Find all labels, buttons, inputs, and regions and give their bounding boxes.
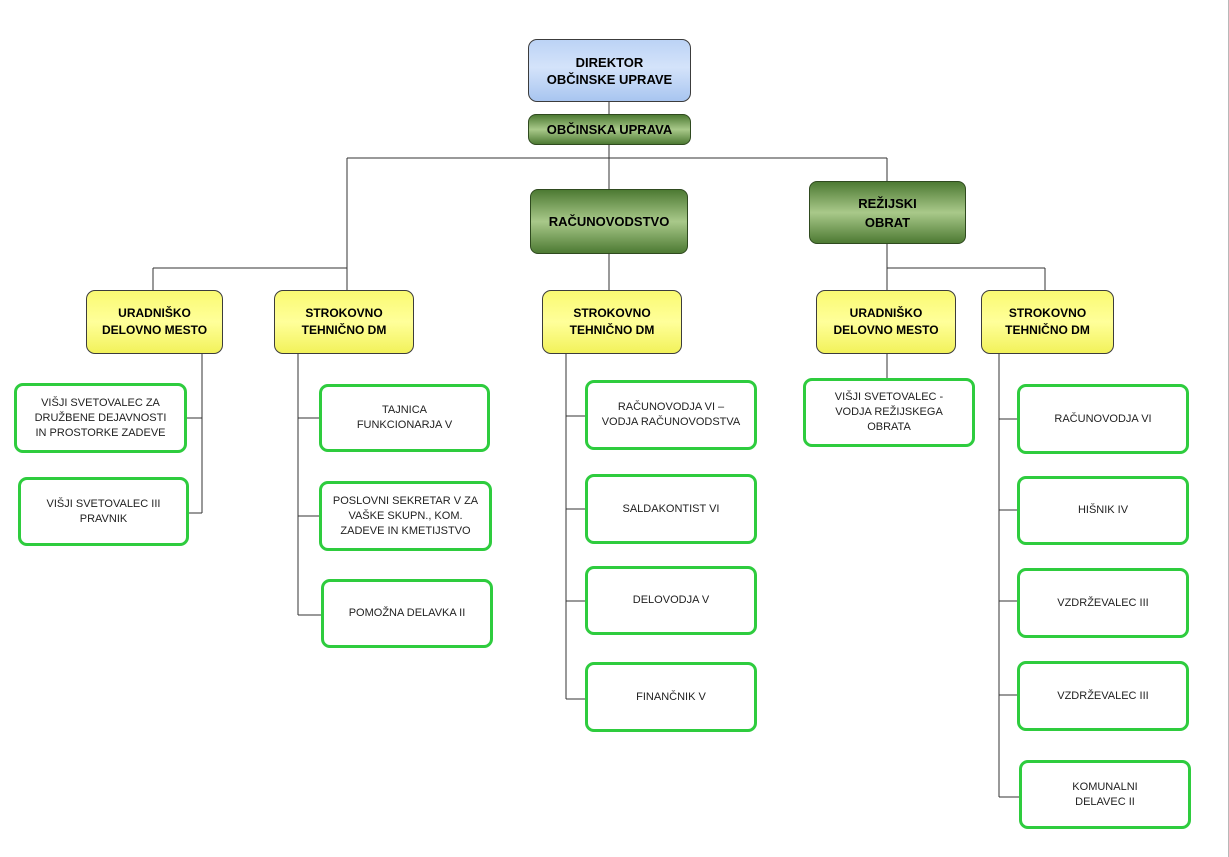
rezijski-obrat-box: REŽIJSKI OBRAT xyxy=(809,181,966,244)
position-box: VZDRŽEVALEC III xyxy=(1017,661,1189,731)
position-box: HIŠNIK IV xyxy=(1017,476,1189,545)
position-box: KOMUNALNI DELAVEC II xyxy=(1019,760,1191,829)
middle-strokovno-box: STROKOVNO TEHNIČNO DM xyxy=(542,290,682,354)
position-box: VIŠJI SVETOVALEC ZA DRUŽBENE DEJAVNOSTI … xyxy=(14,383,187,453)
position-box: VIŠJI SVETOVALEC III PRAVNIK xyxy=(18,477,189,546)
obcinska-uprava-box: OBČINSKA UPRAVA xyxy=(528,114,691,145)
left-strokovno-box: STROKOVNO TEHNIČNO DM xyxy=(274,290,414,354)
racunovodstvo-box: RAČUNOVODSTVO xyxy=(530,189,688,254)
director-box: DIREKTOR OBČINSKE UPRAVE xyxy=(528,39,691,102)
position-box: FINANČNIK V xyxy=(585,662,757,732)
position-box: RAČUNOVODJA VI – VODJA RAČUNOVODSTVA xyxy=(585,380,757,450)
position-box: POMOŽNA DELAVKA II xyxy=(321,579,493,648)
position-box: POSLOVNI SEKRETAR V ZA VAŠKE SKUPN., KOM… xyxy=(319,481,492,551)
right-uradnisko-box: URADNIŠKO DELOVNO MESTO xyxy=(816,290,956,354)
position-box: VIŠJI SVETOVALEC - VODJA REŽIJSKEGA OBRA… xyxy=(803,378,975,447)
right-strokovno-box: STROKOVNO TEHNIČNO DM xyxy=(981,290,1114,354)
left-uradnisko-box: URADNIŠKO DELOVNO MESTO xyxy=(86,290,223,354)
position-box: TAJNICA FUNKCIONARJA V xyxy=(319,384,490,452)
position-box: VZDRŽEVALEC III xyxy=(1017,568,1189,638)
position-box: RAČUNOVODJA VI xyxy=(1017,384,1189,454)
position-box: SALDAKONTIST VI xyxy=(585,474,757,544)
position-box: DELOVODJA V xyxy=(585,566,757,635)
